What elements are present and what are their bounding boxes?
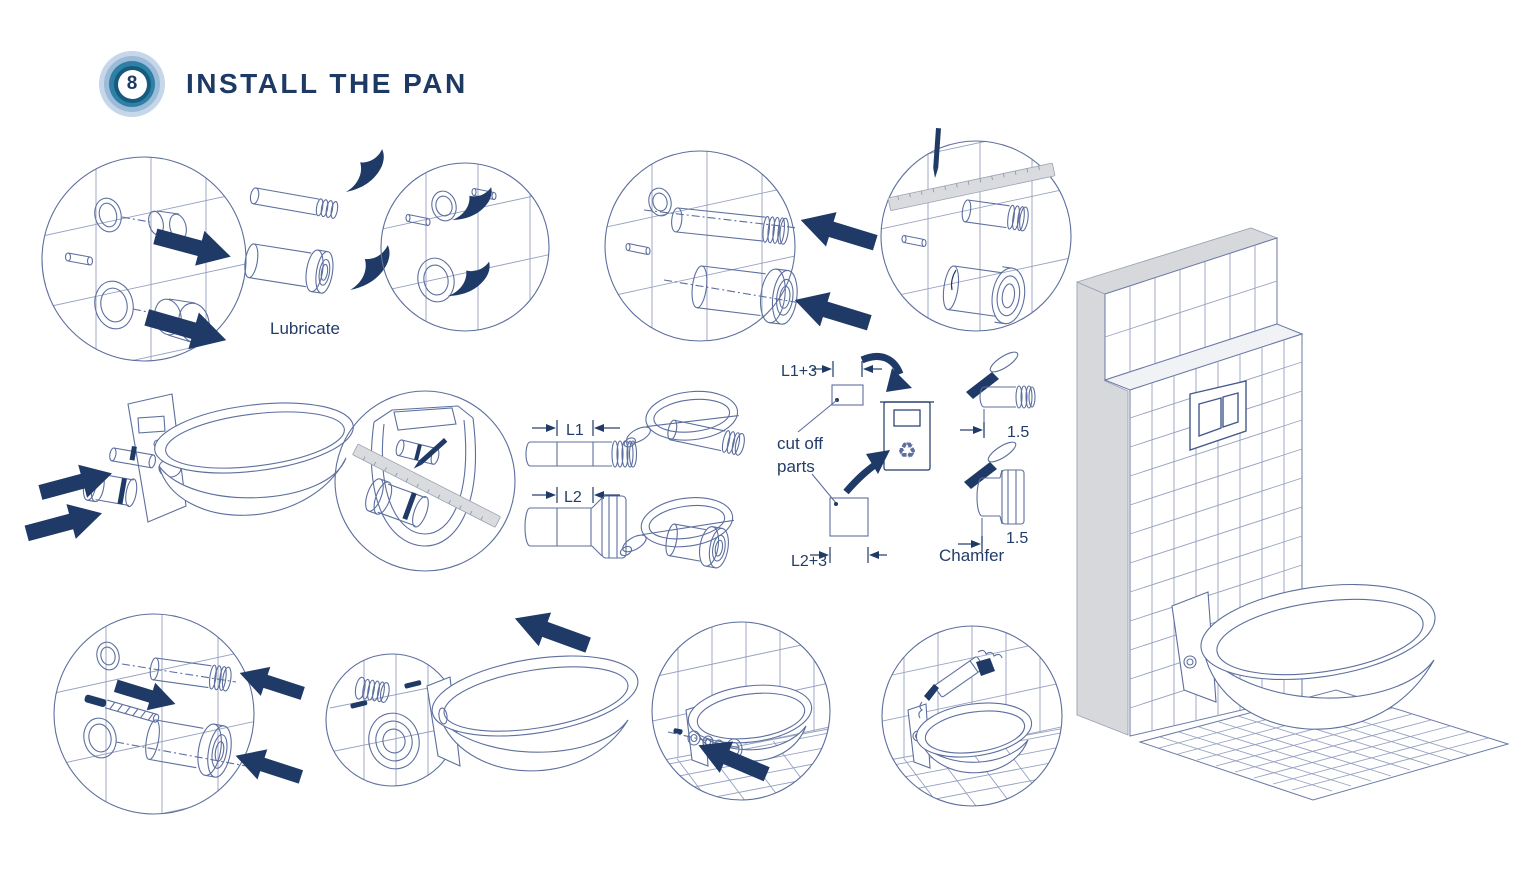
diagram-pipe-lengths [524,420,638,559]
step-seal-pan-joint [881,625,1063,807]
illustration-finished-installation [1075,227,1510,801]
badge-ring: 8 [104,56,160,112]
label-l1: L1 [566,422,584,439]
flush-button-large [1198,397,1222,437]
diagram-cut-off-parts-disposal: ♻ [797,353,934,563]
label-l2: L2 [564,489,582,506]
pencil-icon [933,128,941,179]
step-number-badge: 8 [99,51,165,117]
step-hang-pan [325,601,639,787]
badge-ring-dark: 8 [113,65,151,103]
ruler-icon [352,443,501,528]
step-number: 8 [117,69,147,99]
arrow-up-left-icon [508,601,595,662]
label-l1-plus3: L1+3 [781,363,818,380]
dimension-l1-plus3 [812,361,882,377]
tiled-floor [1138,689,1510,801]
flush-plate [1189,380,1247,451]
step-cut-pipes [619,390,745,569]
curved-arrow-head [886,368,912,392]
label-l2-plus3: L2+3 [791,553,828,570]
wall-hung-toilet [1171,583,1436,730]
toilet-pan-rear [127,393,354,523]
pan-outline [370,405,476,547]
pencil-icon [413,438,448,469]
curved-arrow [860,353,904,376]
label-cut-off-parts: cut off parts [777,434,823,476]
toilet-pan [426,655,639,772]
hacksaw-icon [623,390,745,456]
label-chamfer-dim-top: 1.5 [1007,424,1030,441]
hacksaw-icon [619,497,735,569]
lubricate-swoosh-icon [452,178,495,231]
dimension-l2 [532,487,620,503]
tile-grid [42,157,246,361]
label-chamfer: Chamfer [939,546,1005,565]
step-remove-protection-plugs [41,156,247,362]
threaded-rod [84,694,160,723]
caulk-gun-icon [918,649,1003,719]
page-title: INSTALL THE PAN [186,68,468,99]
recycle-symbol: ♻ [897,439,917,464]
curved-arrow-head [866,450,890,474]
arrow-left-icon [795,202,881,260]
deburring-tool-icon [964,441,1017,489]
step-insert-pipes-into-pan [22,393,354,551]
deburring-tool-icon [966,351,1019,399]
badge-ring-teal: 8 [109,61,155,107]
arrow-left-icon [234,658,308,708]
dimension-l1 [532,420,620,436]
mark-tick [950,269,957,291]
arrow-left-icon [230,740,306,792]
step-measure-and-mark-pipes [880,128,1072,332]
recycle-bin-icon: ♻ [880,401,934,471]
label-lubricate: Lubricate [270,319,340,338]
dimension-l2-plus3 [810,547,887,563]
ruler-icon [887,162,1056,211]
step-chamfer-pipe-ends [958,351,1036,552]
step-install-pipes-and-rods [53,613,308,815]
step-lubricate-pipes [244,143,392,297]
step-fix-pan-hardware [651,621,831,801]
step-mark-pipe-depth [334,390,516,572]
step-insert-pipes-into-wall [604,150,881,342]
curved-arrow [843,461,879,495]
arrow-right-icon [22,495,107,551]
toilet-pan [907,702,1033,774]
label-chamfer-dim-bottom: 1.5 [1006,530,1029,547]
flush-button-small [1222,392,1239,428]
step-lubricate-wall-sockets [380,162,550,332]
arrow-left-icon [789,282,875,340]
